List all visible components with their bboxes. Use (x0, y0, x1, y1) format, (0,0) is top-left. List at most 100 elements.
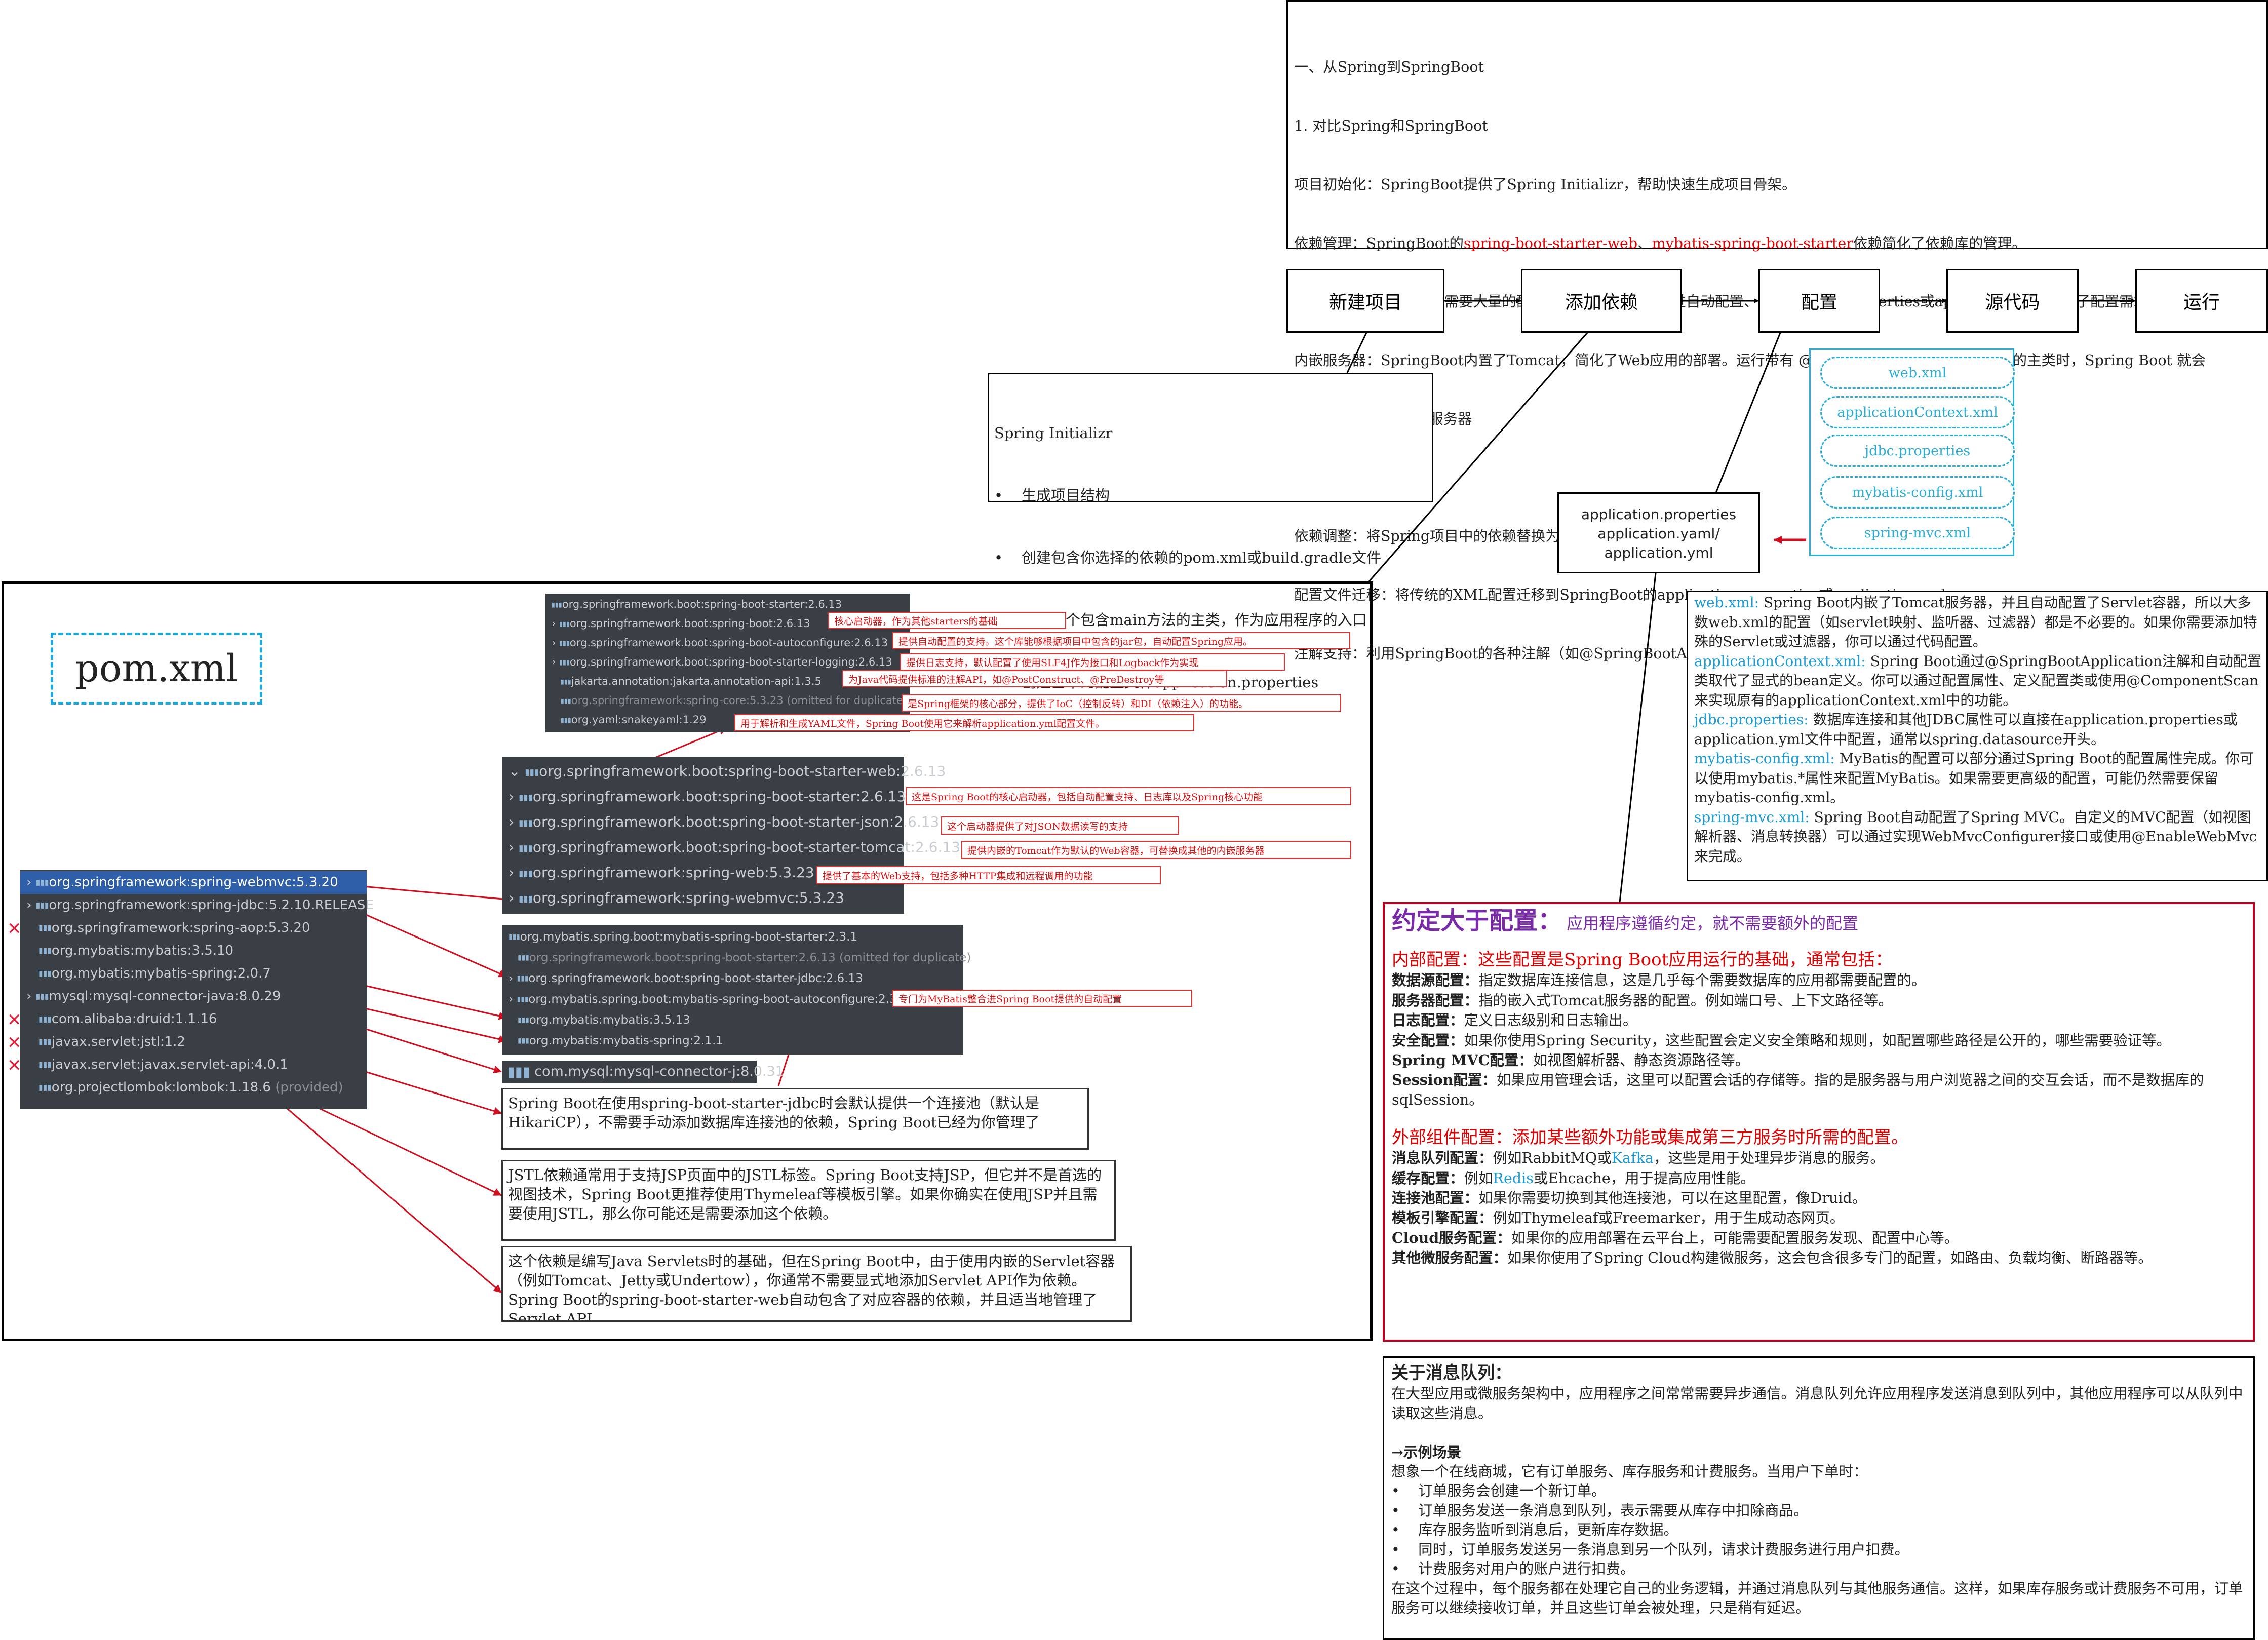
dependency-row[interactable]: › ▮▮▮ org.springframework:spring-webmvc:… (502, 885, 904, 911)
chevron-right-icon[interactable]: › (509, 788, 519, 805)
servlet-api-note: 这个依赖是编写Java Servlets时的基础，但在Spring Boot中，… (501, 1246, 1132, 1322)
legacy-config-label: mybatis-config.xml (1852, 484, 1983, 500)
dependency-row[interactable]: ▮▮▮ org.mybatis:mybatis:3.5.10 (20, 940, 367, 962)
library-icon: ▮▮▮ (518, 1016, 529, 1024)
dependency-row[interactable]: ▮▮▮ org.springframework:spring-core:5.3.… (545, 691, 910, 710)
dependency-label: jakarta.annotation:jakarta.annotation-ap… (571, 675, 822, 687)
dependency-label: mysql:mysql-connector-java:8.0.29 (49, 989, 281, 1004)
starter-note-text: 提供日志支持，默认配置了使用SLF4J作为接口和Logback作为实现 (906, 657, 1199, 669)
dependency-row[interactable]: ▮▮▮ org.springframework:spring-aop:5.3.2… (20, 917, 367, 940)
flow-step-source[interactable]: 源代码 (1946, 269, 2079, 333)
initializr-item: • 生成项目结构 (994, 487, 1110, 504)
dependency-row[interactable]: ▮▮▮ org.projectlombok:lombok:1.18.6 (pro… (20, 1076, 367, 1099)
external-item-key: 消息队列配置： (1392, 1149, 1493, 1167)
dependency-row[interactable]: ⌄ ▮▮▮ org.springframework.boot:spring-bo… (502, 759, 946, 784)
tether-line (1619, 550, 1659, 903)
mq-bullet-text: 订单服务发送一条消息到队列，表示需要从库存中扣除商品。 (1418, 1502, 1808, 1519)
config-notes-box: web.xml: Spring Boot内嵌了Tomcat服务器，并且自动配置了… (1687, 591, 2268, 881)
dependency-row[interactable]: ▮▮▮ org.mybatis:mybatis:3.5.13 (502, 1010, 963, 1031)
library-icon: ▮▮▮ (519, 893, 533, 904)
starter-note-text: 是Spring框架的核心部分，提供了IoC（控制反转）和DI（依赖注入）的功能。 (908, 698, 1248, 710)
dependency-row[interactable]: › ▮▮▮ org.springframework.boot:spring-bo… (502, 784, 906, 809)
tether-line (1346, 332, 1367, 373)
dependency-row[interactable]: › ▮▮▮ org.springframework.boot:spring-bo… (545, 633, 910, 652)
starter-note: 用于解析和生成YAML文件，Spring Boot使用它来解析applicati… (734, 714, 1194, 731)
config-note-key: web.xml: (1694, 594, 1759, 611)
dependency-label: org.projectlombok:lombok:1.18.6 (51, 1080, 271, 1095)
library-icon: ▮▮▮ (38, 1037, 52, 1046)
chevron-right-icon[interactable]: › (509, 813, 519, 830)
internal-item-key: 安全配置： (1392, 1031, 1464, 1049)
external-item-value: 例如Thymeleaf或Freemarker，用于生成动态网页。 (1493, 1209, 1845, 1227)
dependency-row[interactable]: ▮▮▮ org.mybatis:mybatis-spring:2.0.7 (20, 962, 367, 985)
mq-example-title: →示例场景 (1391, 1443, 1461, 1461)
chevron-right-icon[interactable]: › (509, 864, 519, 881)
chevron-down-icon[interactable]: ⌄ (509, 763, 525, 779)
external-item-value: 例如 (1464, 1169, 1493, 1187)
dependency-row[interactable]: › ▮▮▮ org.springframework:spring-jdbc:5.… (20, 894, 374, 917)
dependency-row[interactable]: ▮▮▮ javax.servlet:jstl:1.2 (20, 1031, 367, 1053)
legacy-config-web-xml: web.xml (1820, 357, 2015, 389)
internal-item: 日志配置：定义日志级别和日志输出。 (1392, 1010, 2247, 1030)
chevron-right-icon[interactable]: › (26, 875, 36, 890)
dependency-label: org.springframework.boot:spring-boot-sta… (532, 788, 906, 805)
external-item-value: 如果你的应用部署在云平台上，可能需要配置服务发现、配置中心等。 (1511, 1229, 1959, 1246)
external-item-value: 如果你使用了Spring Cloud构建微服务，这会包含很多专门的配置，如路由、… (1507, 1249, 2153, 1267)
config-note: web.xml: Spring Boot内嵌了Tomcat服务器，并且自动配置了… (1694, 593, 2261, 652)
dependency-row[interactable]: › ▮▮▮ org.springframework:spring-webmvc:… (20, 871, 367, 894)
dependency-row[interactable]: ▮▮▮ com.alibaba:druid:1.1.16 (20, 1008, 367, 1031)
chevron-right-icon[interactable]: › (509, 972, 517, 985)
pom-link (350, 884, 515, 904)
mq-bullet: • 同时，订单服务发送另一条消息到另一个队列，请求计费服务进行用户扣费。 (1391, 1541, 1909, 1558)
library-icon: ▮▮▮ (552, 601, 562, 608)
chevron-right-icon[interactable]: › (552, 617, 560, 630)
chevron-right-icon[interactable]: › (552, 637, 560, 649)
dependency-row[interactable]: › ▮▮▮ org.springframework.boot:spring-bo… (502, 968, 963, 989)
chevron-right-icon[interactable]: › (26, 897, 36, 913)
dependency-row[interactable]: ▮▮▮ org.yaml:snakeyaml:1.29 (545, 710, 910, 729)
external-item-value: ，这些是用于处理异步消息的服务。 (1653, 1150, 1885, 1167)
chevron-right-icon[interactable]: › (552, 656, 560, 668)
internal-item-key: 日志配置： (1392, 1011, 1464, 1029)
library-icon: ▮▮▮ (561, 697, 571, 705)
tether-line (1715, 332, 1781, 493)
intro-seg: 、 (1637, 235, 1652, 252)
dependency-row[interactable]: ▮▮▮ org.springframework.boot:spring-boot… (545, 595, 910, 614)
flow-step-add-deps[interactable]: 添加依赖 (1521, 269, 1682, 333)
chevron-right-icon[interactable]: › (26, 989, 36, 1004)
dependency-row[interactable]: › ▮▮▮ mysql:mysql-connector-java:8.0.29 (20, 985, 367, 1008)
tether-line (1368, 332, 1588, 582)
library-icon: ▮▮▮ (519, 868, 533, 878)
dependency-row[interactable]: › ▮▮▮ org.springframework.boot:spring-bo… (545, 652, 910, 672)
flow-step-run[interactable]: 运行 (2135, 269, 2268, 333)
dependency-row[interactable]: › ▮▮▮ org.springframework:spring-web:5.3… (502, 860, 904, 885)
servlet-api-note-text: 这个依赖是编写Java Servlets时的基础，但在Spring Boot中，… (508, 1253, 1115, 1322)
chevron-right-icon[interactable]: › (509, 839, 519, 855)
flow-step-config[interactable]: 配置 (1758, 269, 1880, 333)
starter-note: 是Spring框架的核心部分，提供了IoC（控制反转）和DI（依赖注入）的功能。 (902, 694, 1341, 712)
dependency-row[interactable]: ▮▮▮ javax.servlet:javax.servlet-api:4.0.… (20, 1053, 367, 1076)
library-icon: ▮▮▮ (519, 817, 533, 828)
dependency-row[interactable]: › ▮▮▮ org.mybatis.spring.boot:mybatis-sp… (502, 989, 963, 1010)
dependency-row[interactable]: ▮▮▮ org.mybatis.spring.boot:mybatis-spri… (502, 927, 963, 948)
mq-intro: 在大型应用或微服务架构中，应用程序之间常常需要异步通信。消息队列允许应用程序发送… (1391, 1385, 2243, 1422)
dependency-row[interactable]: ▮▮▮ org.springframework.boot:spring-boot… (502, 948, 971, 968)
chevron-right-icon[interactable]: › (509, 993, 517, 1006)
dependency-row[interactable]: ▮▮▮ jakarta.annotation:jakarta.annotatio… (545, 672, 910, 691)
intro-line: 项目初始化：SpringBoot提供了Spring Initializr，帮助快… (1294, 176, 1796, 193)
mybatis-note-text: 专门为MyBatis整合进Spring Boot提供的自动配置 (898, 993, 1122, 1005)
dependency-row[interactable]: › ▮▮▮ org.springframework.boot:spring-bo… (545, 614, 910, 633)
starter-note-text: 提供自动配置的支持。这个库能够根据项目中包含的jar包，自动配置Spring应用… (898, 636, 1253, 647)
dependency-row[interactable]: › ▮▮▮ org.springframework.boot:spring-bo… (502, 835, 960, 860)
flow-step-new-project[interactable]: 新建项目 (1286, 269, 1444, 333)
starter-note: 提供自动配置的支持。这个库能够根据项目中包含的jar包，自动配置Spring应用… (892, 632, 1350, 649)
dependency-row[interactable]: ▮▮▮ org.mybatis:mybatis-spring:2.1.1 (502, 1031, 963, 1051)
dependency-row[interactable]: › ▮▮▮ org.springframework.boot:spring-bo… (502, 809, 939, 835)
internal-item-value: 如果应用管理会话，这里可以配置会话的存储等。指的是服务器与用户浏览器之间的交互会… (1392, 1072, 2204, 1108)
removed-x-icon: ✕ (7, 919, 22, 939)
chevron-right-icon[interactable]: › (509, 889, 519, 906)
library-icon: ▮▮▮ (561, 678, 571, 685)
config-note-key: spring-mvc.xml: (1694, 808, 1810, 826)
left-dependency-tree: › ▮▮▮ org.springframework:spring-webmvc:… (7, 870, 374, 1109)
